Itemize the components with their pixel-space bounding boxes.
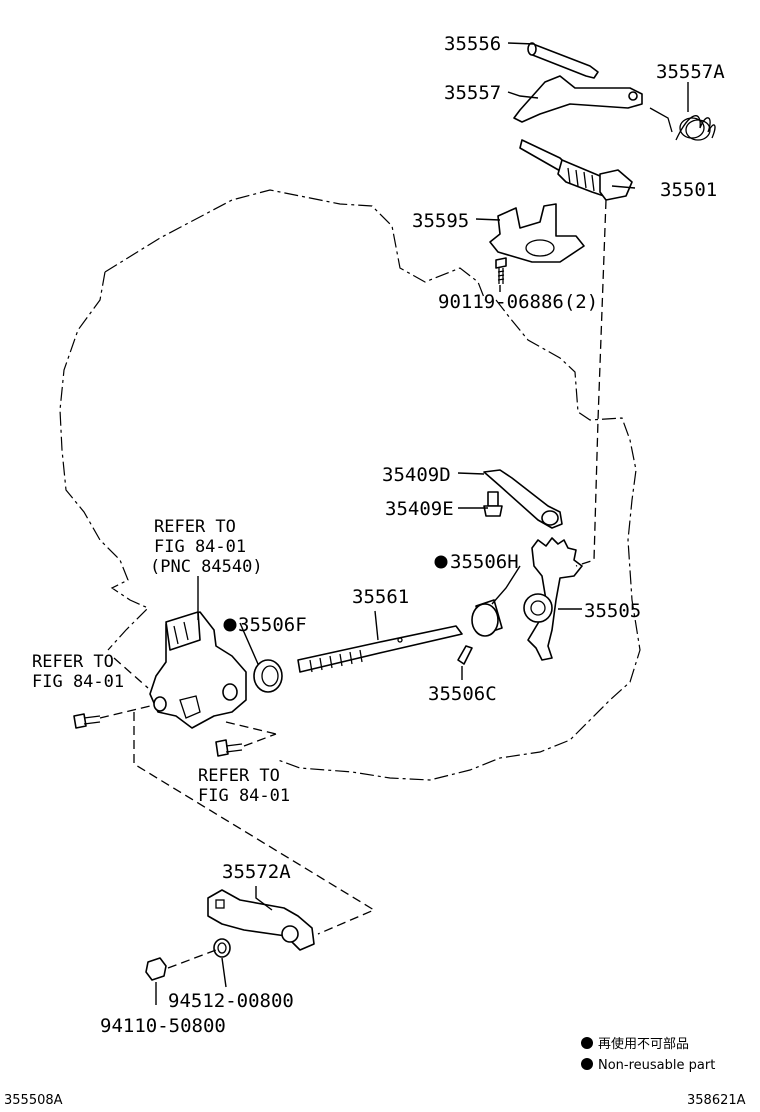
bolt-left[interactable] (73, 713, 101, 729)
label-35506F[interactable]: 35506F (238, 614, 307, 636)
leader-lines (155, 42, 689, 1005)
transmission-case-outline (59, 189, 641, 781)
label-35595[interactable]: 35595 (412, 210, 469, 232)
ref-left-line1: REFER TO (32, 652, 114, 672)
label-94512[interactable]: 94512-00800 (168, 990, 294, 1012)
plate-35595[interactable] (489, 203, 585, 263)
legend-bullet-english (581, 1058, 593, 1070)
nut-94110[interactable] (145, 957, 167, 981)
ref-top-line2: FIG 84-01 (154, 537, 246, 557)
legend-japanese: 再使用不可部品 (598, 1036, 689, 1052)
pin-35506C[interactable] (457, 645, 473, 665)
label-35506C[interactable]: 35506C (428, 683, 497, 705)
footer-left-code: 355508A (4, 1093, 63, 1108)
non-reusable-marker-35506H (434, 555, 448, 569)
bolt-bottom[interactable] (215, 739, 243, 757)
pin-35556[interactable] (527, 42, 599, 79)
bolt-90119[interactable] (495, 257, 507, 284)
label-35556[interactable]: 35556 (444, 33, 501, 55)
lever-35557[interactable] (513, 75, 643, 123)
footer-right-code: 358621A (687, 1093, 746, 1108)
label-35561[interactable]: 35561 (352, 586, 409, 608)
label-35409D[interactable]: 35409D (382, 464, 451, 486)
collar-35506H[interactable] (471, 599, 503, 637)
bracket-35572A[interactable] (207, 889, 315, 951)
ref-left-line2: FIG 84-01 (32, 672, 124, 692)
oil-seal-35506F[interactable] (253, 659, 283, 693)
label-35501[interactable]: 35501 (660, 179, 717, 201)
lever-35409D[interactable] (483, 469, 563, 529)
label-35409E[interactable]: 35409E (385, 498, 454, 520)
rod-35501[interactable] (519, 139, 633, 201)
detent-plate-35505[interactable] (523, 537, 583, 661)
label-94110[interactable]: 94110-50800 (100, 1015, 226, 1037)
legend-bullet-japanese (581, 1037, 593, 1049)
bolt-35409E[interactable] (483, 491, 503, 517)
legend-english: Non-reusable part (598, 1058, 715, 1073)
label-35506H[interactable]: 35506H (450, 551, 519, 573)
shaft-35561[interactable] (297, 625, 463, 673)
ref-top-line3: (PNC 84540) (150, 557, 263, 577)
label-90119[interactable]: 90119-06886(2) (438, 291, 598, 313)
non-reusable-marker-35506F (223, 618, 237, 632)
label-35505[interactable]: 35505 (584, 600, 641, 622)
ref-top-line1: REFER TO (154, 517, 236, 537)
neutral-start-switch[interactable] (149, 611, 247, 729)
ref-bottom-line1: REFER TO (198, 766, 280, 786)
assembly-dashed-lines (99, 199, 607, 969)
label-35557[interactable]: 35557 (444, 82, 501, 104)
washer-94512[interactable] (213, 938, 231, 958)
label-35557A[interactable]: 35557A (656, 61, 725, 83)
spring-35557A[interactable] (649, 107, 716, 141)
label-35572A[interactable]: 35572A (222, 861, 291, 883)
ref-bottom-line2: FIG 84-01 (198, 786, 290, 806)
